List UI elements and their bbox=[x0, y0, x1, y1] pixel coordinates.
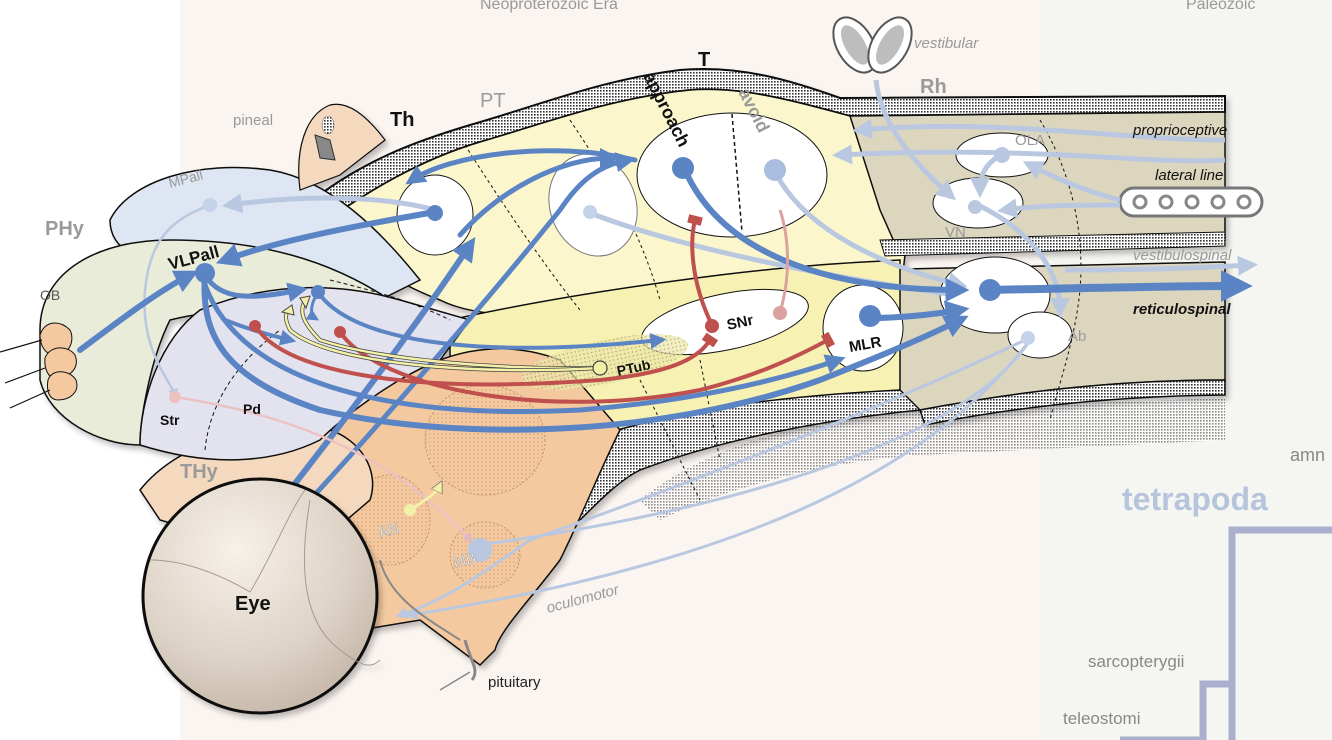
reticular-node bbox=[979, 279, 1001, 301]
ab-label: Ab bbox=[1068, 328, 1086, 345]
region-th-label: Th bbox=[390, 109, 414, 131]
pineal-label: pineal bbox=[233, 112, 273, 129]
eye-label: Eye bbox=[235, 593, 271, 615]
mlr-label: MLR bbox=[848, 334, 883, 356]
tectum-nucleus bbox=[636, 112, 828, 238]
mb-node bbox=[468, 538, 492, 562]
an-label: AN bbox=[377, 520, 402, 542]
excitatory-pathways bbox=[77, 148, 1253, 503]
an-node bbox=[404, 504, 416, 516]
pituitary-stalk bbox=[463, 639, 477, 681]
reticulospinal-label: reticulospinal bbox=[1133, 301, 1231, 318]
ab-node bbox=[1021, 331, 1035, 345]
vn-node bbox=[968, 200, 982, 214]
mb-label: MB bbox=[452, 550, 478, 572]
lateral-line-pathway bbox=[1022, 161, 1121, 203]
vlpall-node bbox=[195, 263, 215, 283]
proprioceptive-label: proprioceptive bbox=[1132, 122, 1227, 139]
reticulospinal-pathway bbox=[986, 270, 1253, 303]
snr-to-tectum bbox=[687, 214, 714, 326]
pd-label: Pd bbox=[243, 401, 261, 417]
mpall-node bbox=[203, 198, 217, 212]
vestibular-label: vestibular bbox=[914, 35, 979, 52]
sensory-pathways bbox=[143, 79, 1258, 620]
pineal-gland bbox=[298, 103, 386, 191]
striatum-node bbox=[311, 285, 325, 299]
amn-label: amn bbox=[1290, 445, 1325, 465]
eye bbox=[141, 477, 381, 715]
approach-node bbox=[672, 157, 694, 179]
vestibulospinal-label: vestibulospinal bbox=[1133, 247, 1232, 264]
vn-label: VN bbox=[945, 224, 966, 241]
ptub-node bbox=[592, 360, 608, 376]
striatum-to-snr bbox=[316, 290, 667, 350]
red-node-2 bbox=[334, 326, 346, 338]
region-pt-label: PT bbox=[480, 90, 506, 112]
vestibular-organ bbox=[832, 16, 913, 74]
region-rh-label: Rh bbox=[920, 76, 947, 98]
snr-label: SNr bbox=[725, 312, 755, 334]
tree-branch-sarcopterygii bbox=[1199, 680, 1232, 740]
inhibitory-pathways bbox=[253, 214, 836, 404]
snr-light-node bbox=[773, 306, 787, 320]
str-to-mb bbox=[174, 395, 473, 543]
phylogeny-tree bbox=[1120, 526, 1332, 740]
pallium-to-mlr bbox=[202, 282, 846, 414]
sarcopterygii-label: sarcopterygii bbox=[1088, 652, 1184, 671]
snr-node bbox=[705, 319, 719, 333]
str-label: Str bbox=[160, 412, 180, 428]
era-right-label: Paleozoic bbox=[1186, 0, 1255, 13]
pituitary-label: pituitary bbox=[488, 674, 541, 691]
red-node-1 bbox=[249, 320, 261, 332]
ab-nucleus bbox=[1007, 311, 1073, 359]
ptub-label: PTub bbox=[615, 356, 652, 379]
thalamus-node bbox=[427, 205, 443, 221]
region-phy-label: PHy bbox=[45, 218, 85, 240]
eye-to-tectum bbox=[307, 152, 636, 503]
vestibular-pathway bbox=[873, 79, 957, 201]
mlr-node bbox=[859, 305, 881, 327]
lateral-line-label: lateral line bbox=[1155, 167, 1223, 184]
region-thy-label: THy bbox=[180, 461, 219, 483]
avoid-output-pathway bbox=[772, 170, 968, 292]
pretectum-node bbox=[583, 205, 597, 219]
tree-branch-tetrapoda bbox=[1228, 526, 1332, 740]
tetrapoda-label: tetrapoda bbox=[1122, 481, 1268, 517]
lateral-line-organ bbox=[1118, 186, 1264, 218]
era-left-label: Neoproterozoic Era bbox=[480, 0, 618, 13]
ob-to-vlpall bbox=[77, 270, 199, 353]
ola-node bbox=[994, 147, 1010, 163]
teleostomi-label: teleostomi bbox=[1063, 709, 1140, 728]
dopamine-pathways bbox=[283, 299, 601, 512]
proprioceptive-pathway bbox=[852, 119, 1226, 143]
oculomotor-pathway bbox=[395, 338, 1026, 619]
approach-avoid-divider bbox=[731, 113, 743, 233]
snr-to-avoid bbox=[778, 209, 789, 313]
vestibulospinal-pathway bbox=[1064, 255, 1258, 276]
mlr-nucleus bbox=[822, 284, 904, 372]
ventral-meninges bbox=[640, 398, 1225, 520]
avoid-node bbox=[764, 159, 786, 181]
olfactory-bulb-lobes bbox=[0, 322, 78, 409]
thalamus-to-vlpall bbox=[215, 209, 438, 267]
ptub-region bbox=[521, 334, 689, 390]
approach-output bbox=[682, 167, 970, 302]
ob-label: OB bbox=[40, 287, 60, 303]
region-t-label: T bbox=[698, 49, 710, 71]
ola-label: OLA bbox=[1015, 132, 1045, 149]
vlpall-descending bbox=[201, 272, 969, 433]
